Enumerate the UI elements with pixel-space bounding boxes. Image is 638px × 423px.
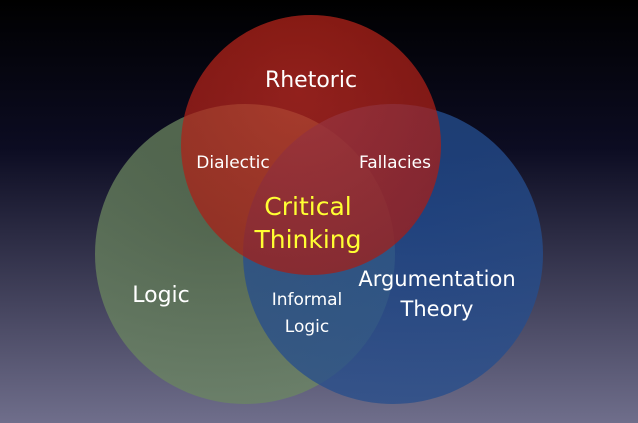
argumentation-theory-line1: Argumentation [358,267,515,291]
critical-thinking-line2: Thinking [253,225,361,254]
informal-logic-line1: Informal [272,290,343,310]
rhetoric-label: Rhetoric [265,68,357,93]
logic-label: Logic [132,283,190,308]
dialectic-label: Dialectic [196,153,270,173]
rhetoric-circle [181,15,441,275]
informal-logic-line2: Logic [285,317,329,337]
argumentation-theory-line2: Theory [400,297,474,321]
fallacies-label: Fallacies [359,153,431,173]
critical-thinking-line1: Critical [264,192,351,221]
